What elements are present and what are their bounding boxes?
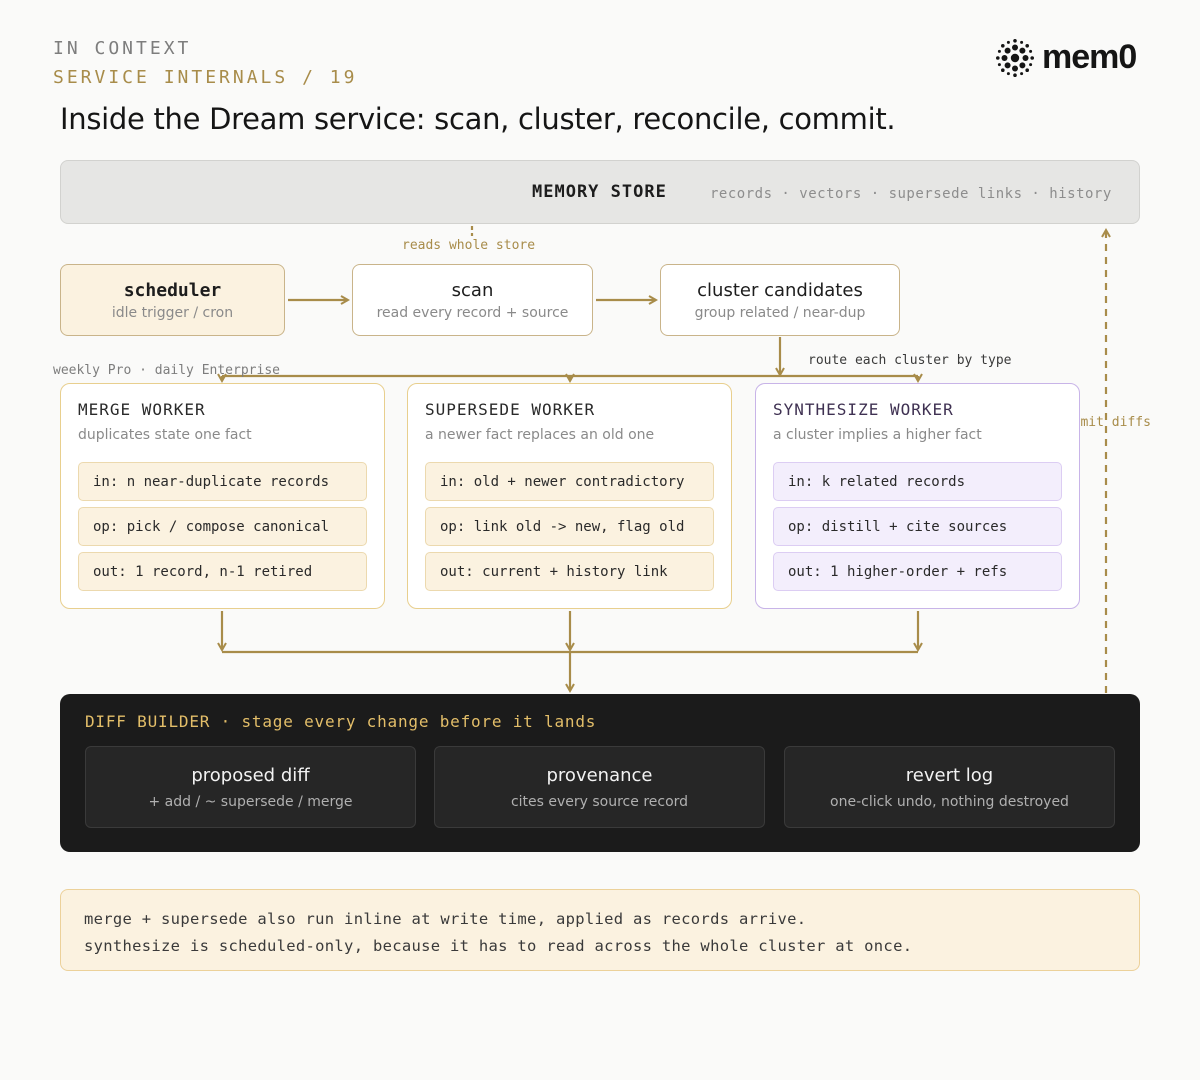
cluster-title: cluster candidates — [697, 279, 863, 301]
merge-op-row: op: pick / compose canonical — [78, 507, 367, 546]
scheduler-node: scheduler idle trigger / cron — [60, 264, 285, 336]
diff-builder-title: DIFF BUILDER · stage every change before… — [85, 712, 597, 731]
memory-store-bar — [60, 160, 1140, 224]
scan-node: scan read every record + source — [352, 264, 593, 336]
route-annotation: route each cluster by type — [808, 353, 1012, 368]
synthesize-worker-title: SYNTHESIZE WORKER — [773, 400, 954, 419]
proposed-diff-card: proposed diff + add / ~ supersede / merg… — [85, 746, 416, 828]
merge-worker-subtitle: duplicates state one fact — [78, 427, 252, 443]
footnote-box: merge + supersede also run inline at wri… — [60, 889, 1140, 971]
merge-worker-title: MERGE WORKER — [78, 400, 206, 419]
synthesize-worker-card: SYNTHESIZE WORKER a cluster implies a hi… — [755, 383, 1080, 609]
supersede-input-row: in: old + newer contradictory — [425, 462, 714, 501]
scheduler-subtitle: idle trigger / cron — [111, 304, 234, 321]
revert-log-title: revert log — [905, 764, 994, 786]
page-title: Inside the Dream service: scan, cluster,… — [60, 102, 896, 136]
merge-output-row: out: 1 record, n-1 retired — [78, 552, 367, 591]
proposed-diff-subtitle: + add / ~ supersede / merge — [148, 793, 353, 810]
revert-log-subtitle: one-click undo, nothing destroyed — [830, 793, 1069, 810]
supersede-worker-title: SUPERSEDE WORKER — [425, 400, 596, 419]
logo-wordmark: mem0 — [1042, 38, 1137, 76]
synthesize-input-row: in: k related records — [773, 462, 1062, 501]
mem0-mark-icon — [996, 38, 1034, 77]
memory-store-meta: records · vectors · supersede links · hi… — [710, 186, 1112, 202]
supersede-worker-card: SUPERSEDE WORKER a newer fact replaces a… — [407, 383, 732, 609]
section-label: SERVICE INTERNALS / 19 — [53, 67, 358, 88]
synthesize-worker-subtitle: a cluster implies a higher fact — [773, 427, 982, 443]
scan-title: scan — [451, 279, 494, 301]
provenance-card: provenance cites every source record — [434, 746, 765, 828]
reads-store-annotation: reads whole store — [402, 238, 536, 253]
synthesize-output-row: out: 1 higher-order + refs — [773, 552, 1062, 591]
supersede-worker-subtitle: a newer fact replaces an old one — [425, 427, 655, 443]
memory-store-label: MEMORY STORE — [532, 182, 667, 202]
footnote-line-2: synthesize is scheduled-only, because it… — [84, 937, 913, 955]
scan-subtitle: read every record + source — [376, 304, 569, 321]
provenance-subtitle: cites every source record — [510, 793, 689, 810]
cluster-candidates-node: cluster candidates group related / near-… — [660, 264, 900, 336]
commit-diffs-annotation: commit diffs — [1057, 415, 1151, 430]
cluster-subtitle: group related / near-dup — [694, 304, 866, 321]
footnote-line-1: merge + supersede also run inline at wri… — [84, 910, 807, 928]
supersede-output-row: out: current + history link — [425, 552, 714, 591]
synthesize-op-row: op: distill + cite sources — [773, 507, 1062, 546]
brand-logo: mem0 — [996, 38, 1137, 77]
schedule-annotation: weekly Pro · daily Enterprise — [53, 363, 280, 378]
merge-worker-card: MERGE WORKER duplicates state one fact i… — [60, 383, 385, 609]
provenance-title: provenance — [546, 764, 653, 786]
supersede-op-row: op: link old -> new, flag old — [425, 507, 714, 546]
revert-log-card: revert log one-click undo, nothing destr… — [784, 746, 1115, 828]
proposed-diff-title: proposed diff — [191, 764, 310, 786]
eyebrow-label: IN CONTEXT — [53, 38, 192, 59]
scheduler-title: scheduler — [123, 279, 222, 301]
merge-input-row: in: n near-duplicate records — [78, 462, 367, 501]
